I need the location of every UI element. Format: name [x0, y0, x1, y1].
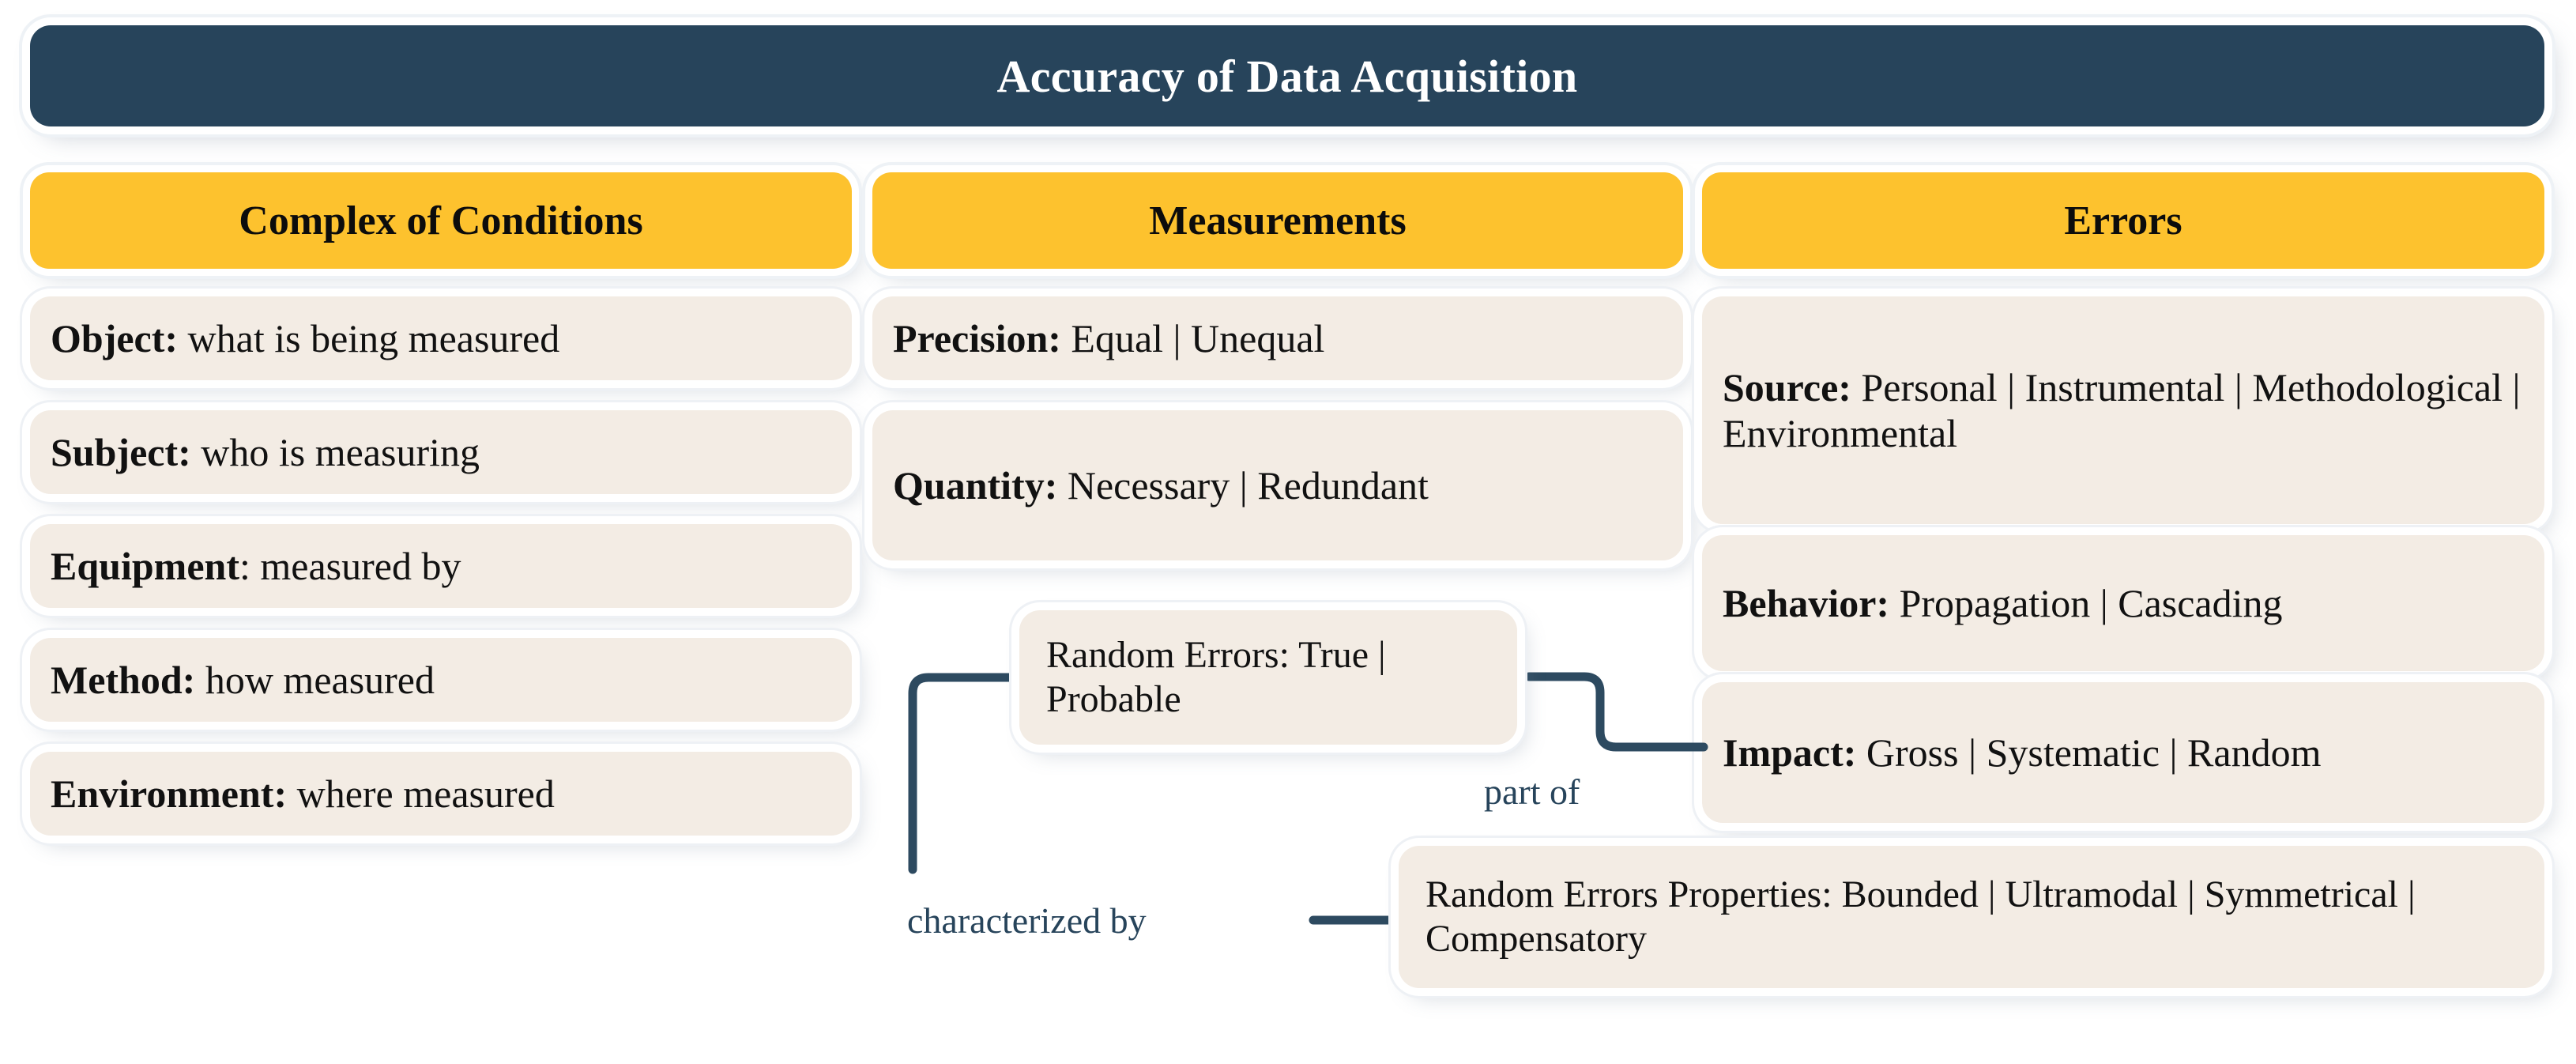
- card-source-label: Source:: [1723, 365, 1851, 409]
- card-behavior-value: Propagation | Cascading: [1899, 581, 2283, 625]
- card-impact[interactable]: Impact: Gross | Systematic | Random: [1702, 682, 2544, 823]
- card-source[interactable]: Source: Personal | Instrumental | Method…: [1702, 296, 2544, 524]
- edge-label-characterized-by: characterized by: [907, 900, 1147, 941]
- card-method-label: Method:: [51, 658, 196, 702]
- node-random-errors-properties-text: Random Errors Properties: Bounded | Ultr…: [1425, 873, 2416, 960]
- node-random-errors[interactable]: Random Errors: True | Probable: [1019, 610, 1517, 745]
- card-object-value: what is being measured: [187, 316, 560, 360]
- card-subject[interactable]: Subject: who is measuring: [30, 410, 852, 494]
- edge-label-part-of: part of: [1484, 772, 1580, 812]
- card-equipment-label: Equipment: [51, 544, 239, 588]
- node-random-errors-properties[interactable]: Random Errors Properties: Bounded | Ultr…: [1399, 846, 2544, 988]
- card-equipment-value: : measured by: [239, 544, 461, 588]
- wire-random-errors-to-impact: [1524, 672, 1708, 752]
- card-object[interactable]: Object: what is being measured: [30, 296, 852, 380]
- card-source-value: Personal | Instrumental | Methodological…: [1723, 365, 2521, 455]
- page-title: Accuracy of Data Acquisition: [30, 25, 2544, 126]
- card-subject-label: Subject:: [51, 430, 191, 474]
- card-precision-value: Equal | Unequal: [1071, 316, 1325, 360]
- card-precision-label: Precision:: [893, 316, 1061, 360]
- column-header-errors[interactable]: Errors: [1702, 172, 2544, 269]
- node-random-errors-text: Random Errors: True | Probable: [1046, 634, 1386, 720]
- card-quantity-label: Quantity:: [893, 463, 1058, 507]
- card-equipment[interactable]: Equipment: measured by: [30, 524, 852, 608]
- card-quantity-value: Necessary | Redundant: [1067, 463, 1429, 507]
- card-precision[interactable]: Precision: Equal | Unequal: [872, 296, 1683, 380]
- card-impact-label: Impact:: [1723, 730, 1857, 775]
- column-header-complex-of-conditions[interactable]: Complex of Conditions: [30, 172, 852, 269]
- wire-random-errors-to-characterized-by: [908, 673, 1019, 874]
- card-subject-value: who is measuring: [201, 430, 480, 474]
- card-environment-label: Environment:: [51, 772, 288, 816]
- card-behavior-label: Behavior:: [1723, 581, 1890, 625]
- card-environment-value: where measured: [296, 772, 555, 816]
- card-method-value: how measured: [205, 658, 435, 702]
- card-quantity[interactable]: Quantity: Necessary | Redundant: [872, 410, 1683, 560]
- card-object-label: Object:: [51, 316, 179, 360]
- card-method[interactable]: Method: how measured: [30, 638, 852, 722]
- card-behavior[interactable]: Behavior: Propagation | Cascading: [1702, 535, 2544, 671]
- card-impact-value: Gross | Systematic | Random: [1866, 730, 2322, 775]
- column-header-measurements[interactable]: Measurements: [872, 172, 1683, 269]
- card-environment[interactable]: Environment: where measured: [30, 752, 852, 836]
